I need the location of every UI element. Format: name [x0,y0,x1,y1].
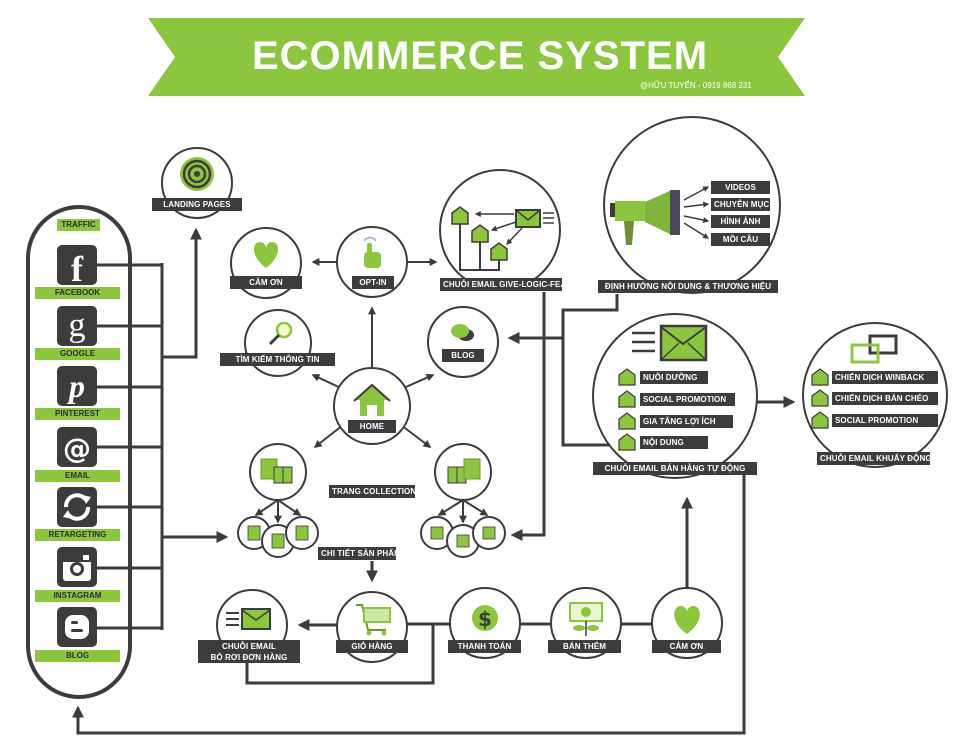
page-title: ECOMMERCE SYSTEM [251,34,709,78]
envelope-lines-icon [226,608,271,630]
auto-email-item-noi-dung: NỘI DUNG [640,436,708,449]
shopping-bag-gift-icon [260,458,481,484]
retargeting-icon[interactable] [57,487,97,527]
blog-node[interactable] [427,306,499,378]
email-sequence-icon [451,206,554,271]
content-item-hinh-anh: HÌNH ẢNH [711,215,770,228]
reengage-item-winback: CHIẾN DỊCH WINBACK [832,371,938,384]
email-connectors [72,292,796,735]
facebook-icon[interactable]: f [57,245,97,289]
svg-text:@: @ [63,432,91,465]
traffic-label-instagram: INSTAGRAM [35,590,120,602]
auto-email-item-gia-tang-loi-ich: GIA TĂNG LỢI ÍCH [640,415,733,428]
dinh-huong-node[interactable] [603,116,781,294]
bo-roi-label-line1: CHUỖI EMAIL [222,642,276,651]
traffic-heading: TRAFFIC [57,219,100,231]
big-envelope-icon [632,324,708,362]
heart-icon [674,606,700,634]
content-item-chuyen-muc: CHUYÊN MỤC [711,198,770,211]
cross-sell-icon [850,334,898,364]
funnel-arrows [254,258,489,524]
title-ribbon [148,18,805,96]
instagram-icon[interactable] [57,547,97,587]
megaphone-icon [610,186,710,245]
give-logic-fear-label: CHUỖI EMAIL GIVE-LOGIC-FEAR [440,278,572,291]
landing-pages-label: LANDING PAGES [152,198,242,211]
chat-bubbles-icon [451,324,474,341]
dinh-huong-label: ĐỊNH HƯỚNG NỘI DUNG & THƯƠNG HIỆU [598,280,778,293]
traffic-label-retargeting: RETARGETING [35,529,120,541]
tim-kiem-label: TÌM KIẾM THÔNG TIN [220,353,335,366]
traffic-label-blog: BLOG [35,650,120,662]
bo-roi-label-line2: BỎ RƠI ĐƠN HÀNG [210,653,288,662]
reengage-item-social-promotion: SOCIAL PROMOTION [832,414,938,427]
svg-text:p: p [66,368,85,404]
pointer-hand-icon [363,236,381,268]
ban-hang-tu-dong-label: CHUỖI EMAIL BÁN HÀNG TỰ ĐỘNG [593,462,757,475]
auto-email-item-social-promotion: SOCIAL PROMOTION [640,393,735,406]
svg-text:g: g [69,307,86,344]
content-item-videos: VIDEOS [711,181,770,194]
traffic-connectors [97,227,229,630]
traffic-label-facebook: FACEBOOK [35,287,120,299]
reengage-item-ban-cheo: CHIẾN DỊCH BÁN CHÉO [832,392,938,405]
traffic-label-google: GOOGLE [35,348,120,360]
gio-hang-label: GIỎ HÀNG [336,640,408,653]
thanh-toan-label: THANH TOÁN [448,640,521,653]
give-logic-fear-node[interactable] [439,169,561,291]
email-at-icon[interactable]: @ [57,427,97,467]
home-label: HOME [348,420,396,433]
dollar-coin-icon: $ [472,605,498,631]
tim-kiem-node[interactable] [244,309,312,377]
auto-email-item-nuoi-duong: NUÔI DƯỠNG [640,371,708,384]
open-envelope-icons [618,368,829,451]
cam-on-bottom-label: CẢM ƠN [652,640,721,653]
traffic-icons: f g p @ [57,245,97,647]
svg-text:$: $ [478,607,492,631]
traffic-capsule [26,205,132,699]
chi-tiet-san-pham-label: CHI TIẾT SẢN PHẨM [318,547,401,560]
money-plant-icon [569,602,603,636]
trang-collection-label: TRANG COLLECTION [329,485,416,498]
product-icons [247,525,496,549]
magnifier-icon [268,321,293,346]
content-item-moi-cau: MỒI CÂU [711,233,770,246]
blog-label: BLOG [442,349,484,362]
opt-in-label: OPT-IN [352,276,394,289]
cam-on-top-label: CẢM ƠN [230,276,302,289]
house-icon [353,383,391,416]
traffic-label-pinterest: PINTEREST [35,408,120,420]
khuay-dong-label: CHUỖI EMAIL KHUẤY ĐỘNG [817,452,932,465]
ban-them-label: BÁN THÊM [548,640,621,653]
shopping-cart-icon [356,604,391,636]
target-icon [180,157,214,191]
svg-text:f: f [71,249,84,289]
heart-icon [253,242,279,268]
google-icon[interactable]: g [57,306,97,346]
blogger-icon[interactable] [57,607,97,647]
pinterest-icon[interactable]: p [57,366,97,406]
author-credit: @HỮU TUYẾN - 0919 868 231 [640,81,752,90]
traffic-label-email: EMAIL [35,470,120,482]
bo-roi-label: CHUỖI EMAIL BỎ RƠI ĐƠN HÀNG [198,640,300,663]
